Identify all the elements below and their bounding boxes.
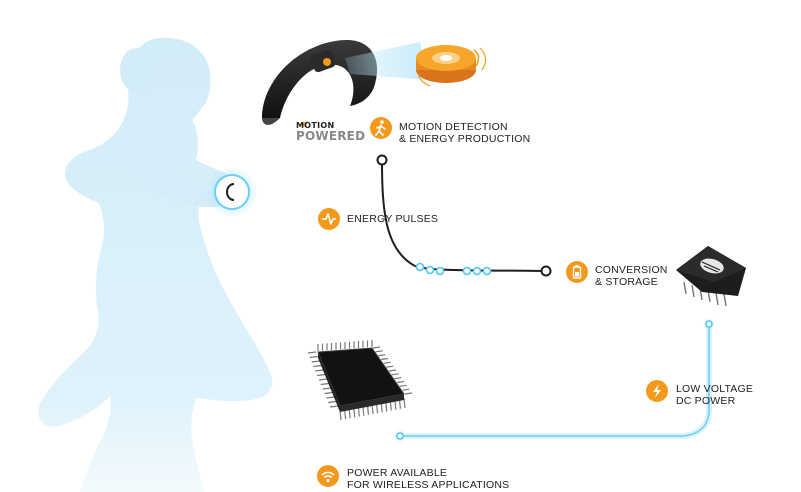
chip-pin: [391, 373, 399, 376]
chip-pin: [378, 354, 386, 357]
label-conversion-storage: CONVERSION & STORAGE: [595, 264, 668, 288]
chip-pin: [329, 405, 339, 408]
logo-line-1: MOTION: [296, 121, 335, 130]
chip-pin: [402, 388, 410, 391]
chip-pin: [324, 391, 333, 395]
energy-pulse-dots: [415, 262, 492, 276]
chip-pin: [311, 360, 320, 363]
chip-pin: [403, 397, 406, 409]
label-low-voltage-line-1: LOW VOLTAGE: [676, 383, 754, 395]
chip-pin: [399, 384, 407, 387]
conversion-chip: [676, 246, 746, 307]
motion-powered-mark: [299, 121, 309, 127]
battery-icon: [566, 261, 588, 283]
runner-silhouette: [38, 37, 273, 492]
wrist-sensor-glow: [206, 166, 258, 218]
chip-pin: [326, 396, 335, 399]
lightning-bolt-icon: [646, 380, 668, 402]
chip-pin: [396, 380, 405, 384]
chip-pin: [375, 350, 383, 353]
chip-pin: [322, 387, 331, 390]
motion-generator-disc: [416, 45, 487, 87]
motion-powered-logo: MOTION POWERED: [296, 121, 365, 143]
power-glow-line: [394, 318, 715, 442]
wristband-device: [262, 39, 378, 125]
chip-pin: [318, 378, 328, 381]
label-power-line-1: POWER AVAILABLE: [347, 467, 448, 479]
chip-pin: [404, 392, 413, 395]
label-motion-line-1: MOTION DETECTION: [399, 121, 508, 133]
label-motion-detection: MOTION DETECTION & ENERGY PRODUCTION: [399, 121, 530, 145]
chip-pin: [307, 351, 317, 354]
label-low-voltage-line-2: DC POWER: [676, 395, 736, 407]
walking-person-icon: [370, 117, 392, 139]
label-power-available: POWER AVAILABLE FOR WIRELESS APPLICATION…: [347, 467, 509, 491]
chip-pin: [372, 346, 381, 349]
application-chip: [307, 340, 413, 421]
pulse-wave-icon: [318, 208, 340, 230]
chip-pin: [313, 364, 322, 368]
label-pulses-line-1: ENERGY PULSES: [347, 213, 439, 225]
chip-pin: [315, 369, 324, 372]
energy-path: [376, 154, 552, 277]
label-conversion-line-2: & STORAGE: [595, 276, 658, 288]
label-energy-pulses: ENERGY PULSES: [347, 213, 438, 225]
chip-pin: [380, 357, 389, 361]
label-power-line-2: FOR WIRELESS APPLICATIONS: [347, 479, 510, 491]
logo-line-2: POWERED: [296, 129, 366, 143]
chip-pin: [317, 373, 326, 377]
label-motion-line-2: & ENERGY PRODUCTION: [399, 133, 531, 145]
wifi-icon: [317, 465, 339, 487]
chip-pin: [388, 369, 397, 372]
label-low-voltage: LOW VOLTAGE DC POWER: [676, 383, 753, 407]
chip-pin: [386, 365, 394, 368]
chip-pin: [320, 382, 329, 386]
label-conversion-line-1: CONVERSION: [595, 264, 668, 276]
chip-pin: [394, 377, 402, 380]
chip-pin: [328, 400, 337, 404]
zoom-beam: [345, 42, 430, 80]
chip-pin: [383, 361, 391, 364]
chip-pin: [309, 355, 318, 359]
